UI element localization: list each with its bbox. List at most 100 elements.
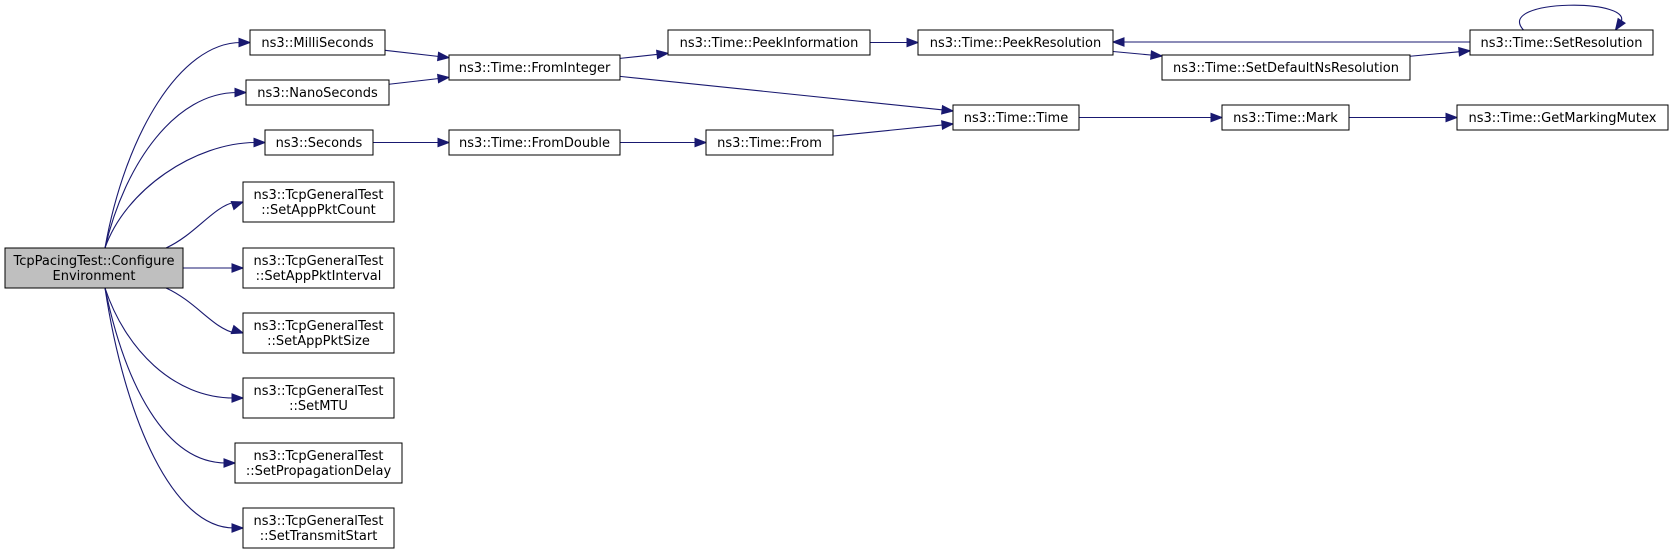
node-setsize[interactable]: ns3::TcpGeneralTest::SetAppPktSize bbox=[242, 312, 395, 354]
arrowhead bbox=[1111, 37, 1125, 47]
node-label: ns3::TcpGeneralTest bbox=[253, 514, 383, 529]
arrowhead bbox=[231, 263, 245, 273]
edge-line bbox=[165, 201, 236, 249]
node-box bbox=[242, 377, 395, 419]
edge-line bbox=[619, 53, 659, 59]
node-setres[interactable]: ns3::Time::SetResolution bbox=[1469, 29, 1654, 56]
arrowhead bbox=[1458, 46, 1472, 57]
node-box bbox=[242, 312, 395, 354]
node-box bbox=[448, 54, 621, 81]
edge-root-to-milli bbox=[104, 37, 252, 249]
node-peekinfo[interactable]: ns3::Time::PeekInformation bbox=[667, 29, 871, 56]
node-seconds[interactable]: ns3::Seconds bbox=[264, 129, 374, 156]
node-box bbox=[1456, 104, 1669, 131]
node-label: ns3::Time::SetResolution bbox=[1481, 36, 1643, 51]
arrowhead bbox=[234, 87, 248, 98]
arrowhead bbox=[223, 458, 237, 468]
arrowhead bbox=[906, 37, 920, 48]
arrowhead bbox=[437, 73, 451, 84]
node-setinterval[interactable]: ns3::TcpGeneralTest::SetAppPktInterval bbox=[242, 247, 395, 289]
arrowhead bbox=[1614, 17, 1626, 32]
node-label: ns3::Time::FromDouble bbox=[459, 136, 610, 151]
node-box bbox=[4, 247, 184, 289]
edge-fromint-to-peekinfo bbox=[619, 49, 670, 60]
node-mark[interactable]: ns3::Time::Mark bbox=[1221, 104, 1350, 131]
edge-line bbox=[1519, 4, 1623, 31]
edge-root-to-setsize bbox=[165, 287, 245, 335]
node-setprop[interactable]: ns3::TcpGeneralTest::SetPropagationDelay bbox=[234, 442, 403, 484]
node-label: ::SetMTU bbox=[289, 399, 348, 414]
node-box bbox=[249, 29, 386, 56]
node-box bbox=[448, 129, 621, 156]
arrowhead bbox=[694, 137, 708, 148]
edge-line bbox=[104, 287, 235, 529]
arrowhead bbox=[437, 51, 451, 62]
node-label: ns3::NanoSeconds bbox=[257, 86, 378, 101]
edge-setres-to-setres bbox=[1519, 4, 1626, 32]
node-box bbox=[242, 507, 395, 549]
edge-root-to-seconds bbox=[104, 137, 267, 249]
edge-line bbox=[619, 75, 944, 111]
node-label: ns3::TcpGeneralTest bbox=[253, 188, 383, 203]
node-box bbox=[1469, 29, 1654, 56]
edge-seconds-to-fromdouble bbox=[373, 137, 451, 148]
edge-from-to-time bbox=[832, 120, 955, 137]
edge-nano-to-fromint bbox=[388, 73, 451, 85]
edge-line bbox=[388, 77, 440, 85]
edge-line bbox=[832, 124, 944, 137]
node-label: ns3::Time::Mark bbox=[1233, 111, 1338, 126]
node-label: ns3::TcpGeneralTest bbox=[253, 254, 383, 269]
node-milli[interactable]: ns3::MilliSeconds bbox=[249, 29, 386, 56]
arrowhead bbox=[231, 523, 245, 533]
edge-milli-to-fromint bbox=[384, 49, 451, 62]
edge-root-to-setprop bbox=[104, 287, 237, 468]
edge-root-to-setcount bbox=[165, 200, 245, 249]
arrowhead bbox=[230, 200, 245, 211]
arrowhead bbox=[1210, 112, 1224, 123]
node-label: ns3::TcpGeneralTest bbox=[253, 449, 383, 464]
node-box bbox=[917, 29, 1114, 56]
node-label: ns3::MilliSeconds bbox=[261, 36, 374, 51]
node-box bbox=[264, 129, 374, 156]
node-fromint[interactable]: ns3::Time::FromInteger bbox=[448, 54, 621, 81]
node-peekres[interactable]: ns3::Time::PeekResolution bbox=[917, 29, 1114, 56]
arrowhead bbox=[941, 104, 955, 115]
edge-mark-to-getmutex bbox=[1349, 112, 1459, 123]
nodes-layer: TcpPacingTest::ConfigureEnvironmentns3::… bbox=[4, 29, 1669, 549]
node-label: ns3::Time::FromInteger bbox=[459, 61, 611, 76]
edge-line bbox=[165, 287, 236, 334]
node-label: ::SetAppPktCount bbox=[261, 203, 376, 218]
node-box bbox=[245, 79, 390, 106]
node-from[interactable]: ns3::Time::From bbox=[705, 129, 834, 156]
arrowhead bbox=[656, 49, 670, 60]
node-nano[interactable]: ns3::NanoSeconds bbox=[245, 79, 390, 106]
node-label: ns3::Time::From bbox=[717, 136, 822, 151]
node-getmutex[interactable]: ns3::Time::GetMarkingMutex bbox=[1456, 104, 1669, 131]
node-settx[interactable]: ns3::TcpGeneralTest::SetTransmitStart bbox=[242, 507, 395, 549]
edge-root-to-settx bbox=[104, 287, 245, 533]
node-label: ns3::TcpGeneralTest bbox=[253, 319, 383, 334]
node-setdefault[interactable]: ns3::Time::SetDefaultNsResolution bbox=[1161, 54, 1411, 81]
arrowhead bbox=[1445, 112, 1459, 123]
node-label: Environment bbox=[52, 269, 135, 284]
node-box bbox=[705, 129, 834, 156]
arrowhead bbox=[941, 120, 955, 130]
edge-line bbox=[1409, 51, 1461, 57]
node-label: ::SetAppPktSize bbox=[267, 334, 370, 349]
edge-root-to-setmtu bbox=[104, 287, 245, 403]
node-fromdouble[interactable]: ns3::Time::FromDouble bbox=[448, 129, 621, 156]
edge-line bbox=[104, 91, 238, 249]
node-label: ::SetTransmitStart bbox=[260, 529, 378, 544]
edge-time-to-mark bbox=[1079, 112, 1224, 123]
arrowhead bbox=[1150, 50, 1164, 60]
node-setmtu[interactable]: ns3::TcpGeneralTest::SetMTU bbox=[242, 377, 395, 419]
edge-line bbox=[384, 49, 440, 58]
node-time[interactable]: ns3::Time::Time bbox=[952, 104, 1080, 131]
edge-line bbox=[104, 141, 257, 249]
node-setcount[interactable]: ns3::TcpGeneralTest::SetAppPktCount bbox=[242, 181, 395, 223]
edges-layer bbox=[104, 4, 1626, 533]
node-label: ns3::Time::PeekResolution bbox=[930, 36, 1101, 51]
node-label: ns3::Seconds bbox=[276, 136, 363, 151]
